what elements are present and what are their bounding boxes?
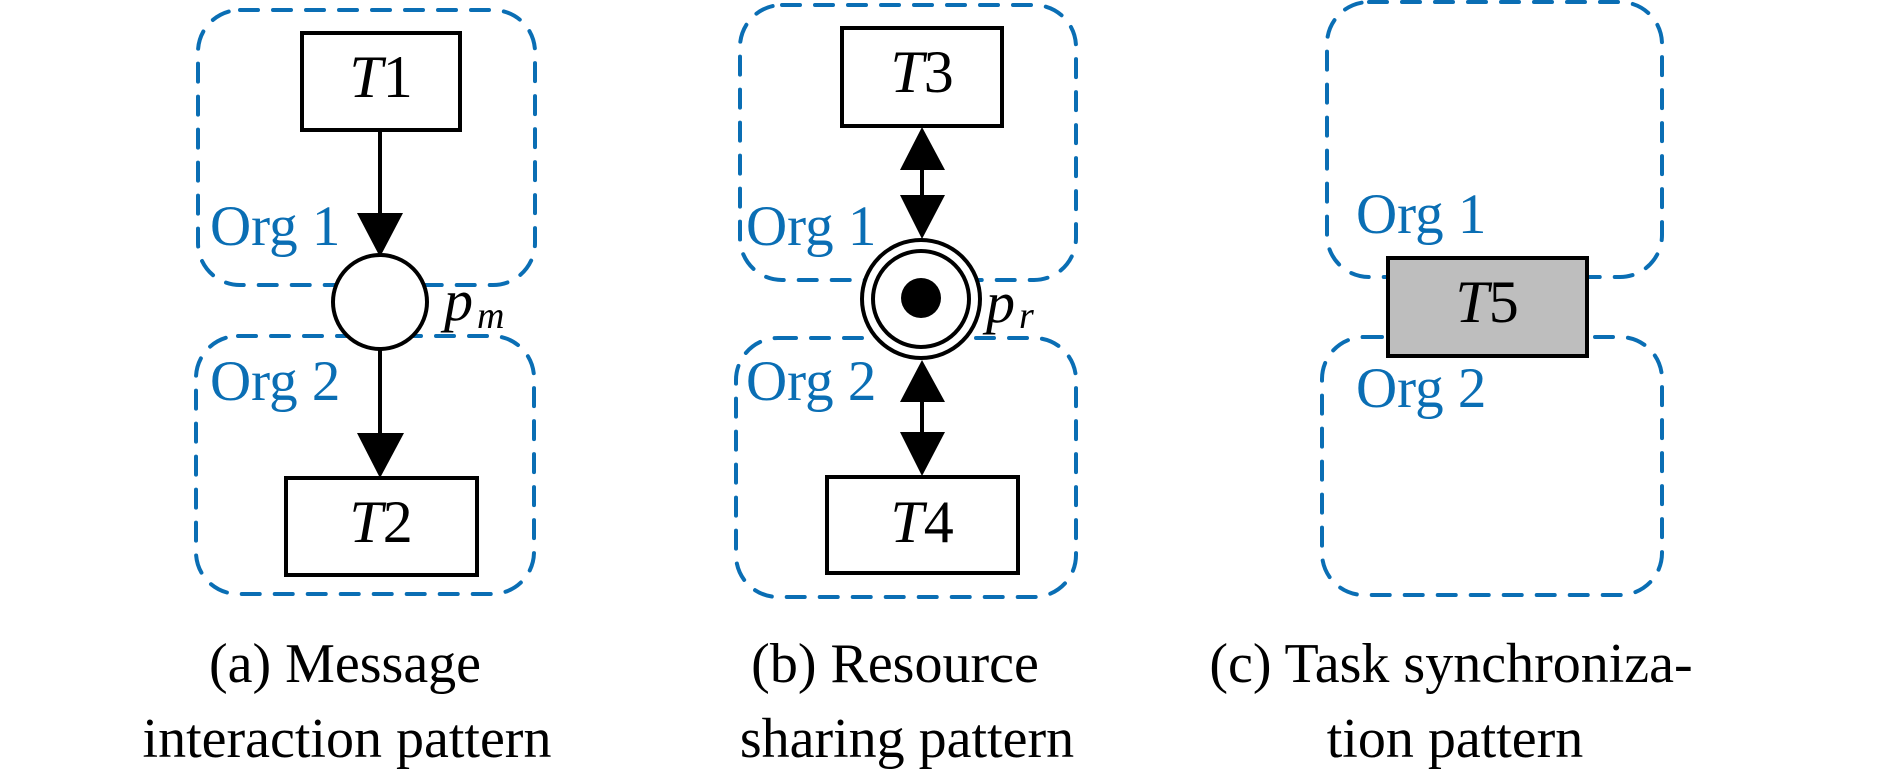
caption-c-line1: (c) Task synchroniza- xyxy=(1209,633,1692,695)
transition-t5-label: T5 xyxy=(1455,269,1518,335)
place-pm xyxy=(331,253,429,351)
transition-t2 xyxy=(284,476,479,577)
caption-a-line2: interaction pattern xyxy=(143,708,552,770)
transition-t4-label: T4 xyxy=(890,489,953,555)
caption-c-line2: tion pattern xyxy=(1327,708,1584,770)
arrowhead-down-icon xyxy=(900,195,945,239)
org2-label-c: Org 2 xyxy=(1356,357,1486,420)
transition-t5 xyxy=(1386,256,1589,358)
arrowhead-up-icon xyxy=(900,360,945,402)
arrowhead-up-icon xyxy=(900,127,945,170)
arrowhead-down-icon xyxy=(900,432,945,476)
org1-label-b: Org 1 xyxy=(746,195,876,258)
org2-label-a: Org 2 xyxy=(210,350,340,413)
org2-boundary-a xyxy=(194,334,536,596)
org1-label-a: Org 1 xyxy=(210,195,340,258)
transition-t1-label: T1 xyxy=(349,44,412,110)
transition-t3-label: T3 xyxy=(890,39,953,105)
org2-label-b: Org 2 xyxy=(746,350,876,413)
org1-label-c: Org 1 xyxy=(1356,183,1486,246)
panel-c-task-synchronization: Org 1 Org 2 T5 (c) Task synchroniza- tio… xyxy=(1209,0,1693,770)
caption-b-line1: (b) Resource xyxy=(751,633,1039,695)
transition-t4 xyxy=(825,475,1020,575)
arrowhead-down-icon xyxy=(357,433,404,478)
caption-a-line1: (a) Message xyxy=(209,633,481,695)
org2-boundary-c xyxy=(1320,335,1664,597)
transition-t2-label: T2 xyxy=(349,489,412,555)
org2-boundary-b xyxy=(734,336,1078,599)
arrowhead-down-icon xyxy=(357,213,403,257)
transition-t3 xyxy=(840,26,1004,128)
token-icon xyxy=(901,278,941,318)
caption-b-line2: sharing pattern xyxy=(740,708,1074,770)
transition-t1 xyxy=(300,31,462,132)
